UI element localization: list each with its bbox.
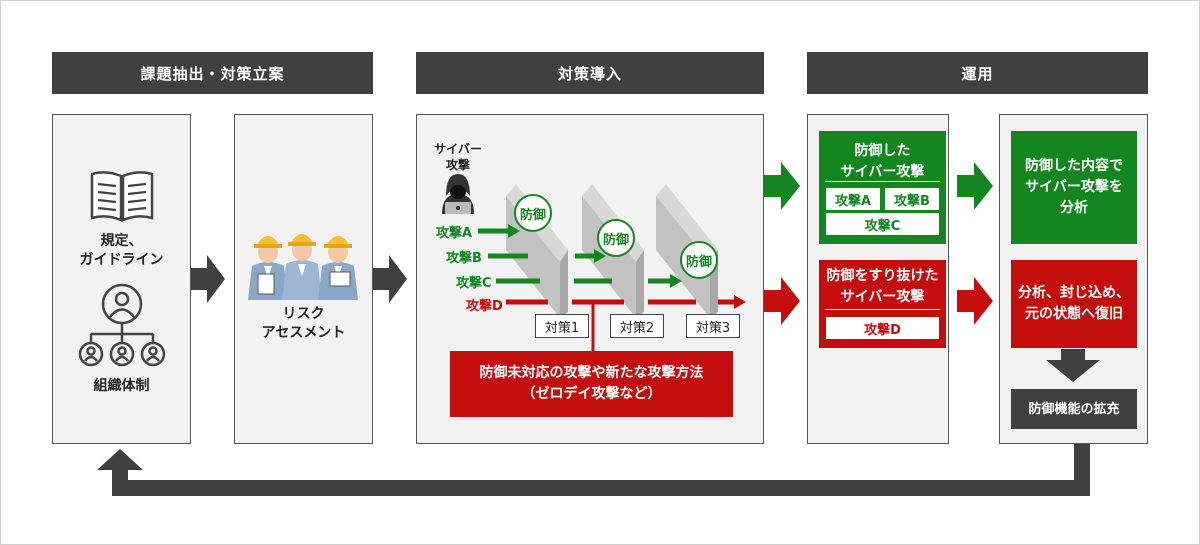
risk-label-line1: リスク: [282, 306, 325, 322]
rules-label: 規定、 ガイドライン: [52, 232, 191, 270]
defended-title-line1: 防御した: [854, 143, 911, 159]
arrow-right-green-icon: [957, 162, 993, 210]
countermeasure-3-label: 対策3: [686, 314, 740, 338]
org-chart-icon: [78, 283, 166, 367]
unhandled-attacks-box: 防御未対応の攻撃や新たな攻撃方法 （ゼロデイ攻撃など）: [450, 351, 733, 417]
risk-label-line2: アセスメント: [261, 325, 346, 341]
divider: [825, 181, 940, 182]
bypassed-title-line2: サイバー攻撃: [840, 289, 925, 305]
recovery-line1: 分析、封じ込め、: [1018, 285, 1130, 301]
countermeasure-2-label: 対策2: [610, 314, 664, 338]
defended-attacks-box: 防御した サイバー攻撃: [819, 131, 946, 244]
defended-chip-a: 攻撃A: [826, 188, 880, 210]
panel-rules-organization: [52, 114, 191, 444]
phase-header-implementation: 対策導入: [416, 52, 764, 94]
recovery-box: 分析、封じ込め、 元の状態へ復旧: [1011, 260, 1137, 348]
bypassed-chip-d: 攻撃D: [826, 317, 939, 339]
defended-chip-b: 攻撃B: [885, 188, 939, 210]
bypassed-title-line1: 防御をすり抜けた: [826, 268, 939, 284]
risk-assessment-label: リスク アセスメント: [234, 305, 373, 343]
defense-expansion-box: 防御機能の拡充: [1011, 389, 1137, 429]
attacker-label-line2: 攻撃: [445, 158, 470, 172]
arrow-right-red-icon: [957, 277, 993, 325]
attacker-label-line1: サイバー: [434, 142, 482, 156]
arrow-right-icon: [373, 255, 407, 303]
analysis-box: 防御した内容で サイバー攻撃を 分析: [1011, 131, 1137, 244]
defense-badge-1: 防御: [514, 194, 552, 232]
arrow-down-icon: [1046, 349, 1100, 382]
attack-b-label: 攻撃B: [446, 251, 482, 266]
defense-badge-3: 防御: [680, 241, 718, 279]
rules-label-line1: 規定、: [100, 233, 143, 249]
attack-c-label: 攻撃C: [456, 276, 492, 291]
defended-title-line2: サイバー攻撃: [840, 164, 925, 180]
unhandled-line1: 防御未対応の攻撃や新たな攻撃方法: [479, 365, 704, 381]
arrow-up-icon: [97, 449, 143, 470]
book-icon: [90, 171, 154, 222]
hacker-icon: [442, 174, 474, 214]
recovery-line2: 元の状態へ復旧: [1025, 306, 1123, 322]
defense-badge-2: 防御: [597, 219, 635, 257]
arrow-right-icon: [191, 255, 225, 303]
org-label: 組織体制: [93, 378, 150, 394]
unhandled-line2: （ゼロデイ攻撃など）: [521, 386, 662, 402]
phase-header-operation: 運用: [807, 52, 1148, 94]
analysis-line3: 分析: [1060, 200, 1088, 216]
defended-chip-c: 攻撃C: [826, 213, 939, 235]
arrow-right-green-icon: [764, 162, 800, 210]
attacker-label: サイバー 攻撃: [422, 141, 494, 173]
phase-header-planning: 課題抽出・対策立案: [52, 52, 373, 94]
arrow-right-red-icon: [764, 277, 800, 325]
attack-d-label: 攻撃D: [466, 299, 503, 314]
rules-label-line2: ガイドライン: [79, 252, 164, 268]
analysis-line1: 防御した内容で: [1025, 158, 1123, 174]
divider: [825, 309, 940, 310]
analysis-line2: サイバー攻撃を: [1025, 179, 1123, 195]
attack-a-label: 攻撃A: [436, 226, 473, 241]
countermeasure-1-label: 対策1: [535, 314, 589, 338]
workers-illustration: [248, 234, 358, 300]
